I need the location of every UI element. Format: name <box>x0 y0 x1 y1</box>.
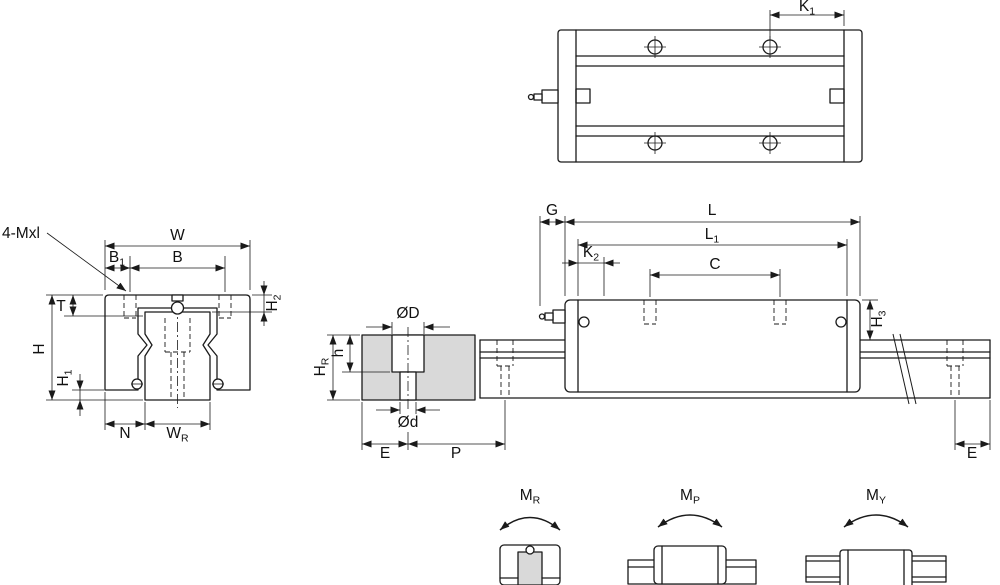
b1-label: B1 <box>109 249 125 269</box>
grease-port-front <box>170 294 185 315</box>
h3-dimension: H3 <box>862 299 889 340</box>
e-right-label: E <box>967 445 977 462</box>
bore-inner-dimension: Ød <box>376 402 440 431</box>
rail-break-lines <box>892 333 917 405</box>
k2-label: K2 <box>583 244 599 264</box>
l1-label: L1 <box>705 226 720 246</box>
w-label: W <box>170 227 185 244</box>
wr-label: WR <box>166 425 189 445</box>
end-grease-port <box>835 316 847 328</box>
carriage-block-side <box>564 299 861 393</box>
h2-label: H2 <box>264 294 284 311</box>
end-grease-port <box>578 316 590 328</box>
yaw-arrow <box>843 514 909 528</box>
n-label: N <box>119 425 130 442</box>
h-label: H <box>31 343 48 354</box>
grease-port-right <box>829 88 845 104</box>
mounting-hole <box>759 132 781 154</box>
grease-port-left <box>575 88 591 104</box>
block-bolt-holes-hidden <box>643 300 787 325</box>
k1-dimension: K1 <box>769 0 845 40</box>
moment-mp-view: MP <box>627 487 757 585</box>
bore-outer-dimension: ØD <box>366 305 450 334</box>
rail-hole-section: ØD Ød h HR E P <box>312 305 506 462</box>
n-wr-dimensions: N WR <box>104 392 211 445</box>
front-view: W 4-Mxl B1 B T H <box>2 225 284 445</box>
depth-label: h <box>330 349 347 358</box>
bolt-note-label: 4-Mxl <box>2 225 40 242</box>
h1-dimension: H1 <box>55 369 104 416</box>
l1-dimension: L1 <box>577 226 848 296</box>
b-dimensions: B1 B <box>105 249 226 292</box>
k1-label: K1 <box>799 0 815 18</box>
b-label: B <box>172 249 182 266</box>
l-label: L <box>708 202 717 219</box>
rail-cross-section <box>144 311 211 401</box>
bore-inner-label: Ød <box>398 414 419 431</box>
t-dimension: T <box>56 295 143 317</box>
top-view: K1 <box>527 0 863 163</box>
mr-label: MR <box>520 487 541 507</box>
bolt-note: 4-Mxl <box>2 225 127 292</box>
h3-label: H3 <box>869 310 889 327</box>
h1-label: H1 <box>55 369 75 386</box>
c-label: C <box>709 256 720 273</box>
e-label: E <box>380 445 390 462</box>
retainer-screw <box>212 378 224 390</box>
t-label: T <box>56 298 66 315</box>
h-dimension: H <box>31 294 143 401</box>
moment-mr-view: MR <box>499 487 561 585</box>
roll-arrow <box>499 516 561 531</box>
rail-hole-hidden <box>496 340 514 398</box>
moment-my-view: MY <box>805 487 947 585</box>
mounting-hole <box>644 36 666 58</box>
e-p-dimensions: E P <box>361 400 506 462</box>
rail-hole-hidden <box>946 340 964 398</box>
hr-label: HR <box>312 357 332 376</box>
mounting-hole <box>644 132 666 154</box>
grease-nipple-top <box>527 89 559 104</box>
carriage-block-front <box>104 294 251 391</box>
pitch-arrow <box>657 514 723 528</box>
hr-dimension: HR <box>312 335 360 401</box>
k2-dimension: K2 <box>562 244 620 296</box>
e-right-dimension: E <box>954 400 991 462</box>
grease-nipple-side <box>538 309 566 324</box>
my-label: MY <box>866 487 886 507</box>
bore-outer-label: ØD <box>396 305 419 322</box>
c-dimension: C <box>649 256 781 297</box>
mp-label: MP <box>680 487 700 507</box>
side-view: G L L1 K2 C H3 <box>479 202 991 462</box>
retainer-screw <box>131 378 143 390</box>
h2-dimension: H2 <box>212 281 284 326</box>
g-label: G <box>546 202 558 219</box>
p-label: P <box>451 445 461 462</box>
g-l-dimensions: G L <box>539 202 861 306</box>
